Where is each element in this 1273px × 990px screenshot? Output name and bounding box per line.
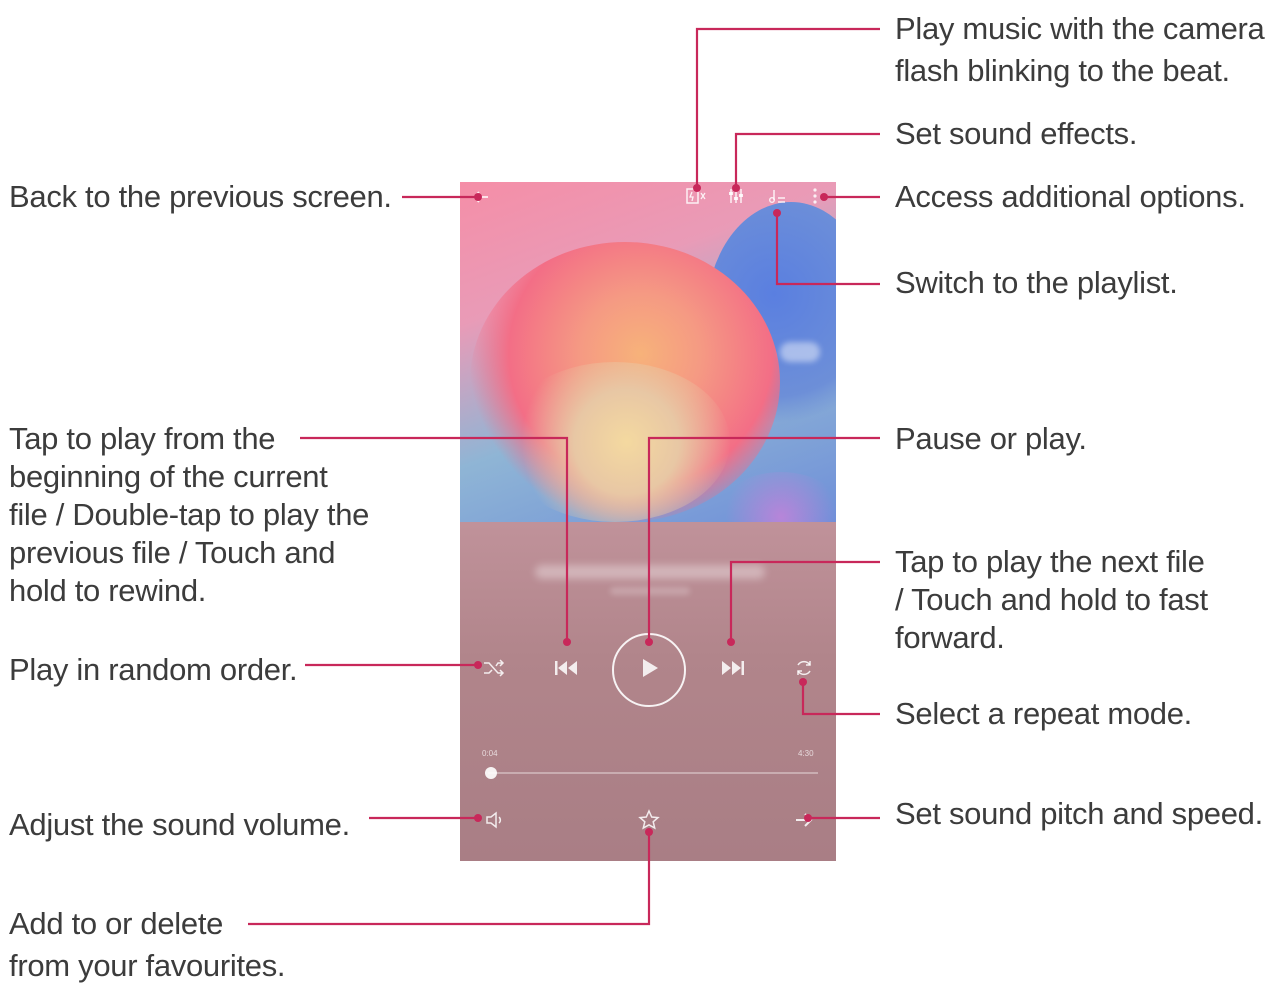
skip-previous-icon[interactable] <box>553 658 579 678</box>
label-playlist: Switch to the playlist. <box>895 265 1178 300</box>
label-favourites: Add to or delete from your favourites. <box>9 906 286 983</box>
label-repeat: Select a repeat mode. <box>895 696 1192 731</box>
playlist-icon[interactable] <box>767 186 787 206</box>
total-time: 4:30 <box>798 749 814 758</box>
volume-icon[interactable] <box>484 810 506 830</box>
skip-next-icon[interactable] <box>720 658 746 678</box>
label-camera-flash: Play music with the camera flash blinkin… <box>895 11 1265 88</box>
album-art-blob <box>500 362 730 522</box>
label-shuffle: Play in random order. <box>9 652 298 687</box>
label-sound-effects: Set sound effects. <box>895 116 1138 151</box>
play-icon[interactable] <box>640 657 660 679</box>
more-vertical-icon[interactable] <box>810 186 820 206</box>
label-options: Access additional options. <box>895 179 1246 214</box>
star-icon[interactable] <box>638 809 660 831</box>
label-pitch-speed: Set sound pitch and speed. <box>895 796 1263 831</box>
elapsed-time: 0:04 <box>482 749 498 758</box>
progress-bar[interactable] <box>488 772 818 774</box>
camera-flash-icon[interactable] <box>685 186 711 206</box>
label-volume: Adjust the sound volume. <box>9 807 350 842</box>
label-rewind: Tap to play from the beginning of the cu… <box>9 421 370 608</box>
album-art-blob <box>780 342 820 362</box>
label-back: Back to the previous screen. <box>9 179 392 214</box>
progress-knob[interactable] <box>485 767 498 779</box>
label-pause-play: Pause or play. <box>895 421 1087 456</box>
label-next: Tap to play the next file / Touch and ho… <box>895 544 1208 655</box>
shuffle-icon[interactable] <box>482 658 506 678</box>
repeat-icon[interactable] <box>793 657 815 679</box>
